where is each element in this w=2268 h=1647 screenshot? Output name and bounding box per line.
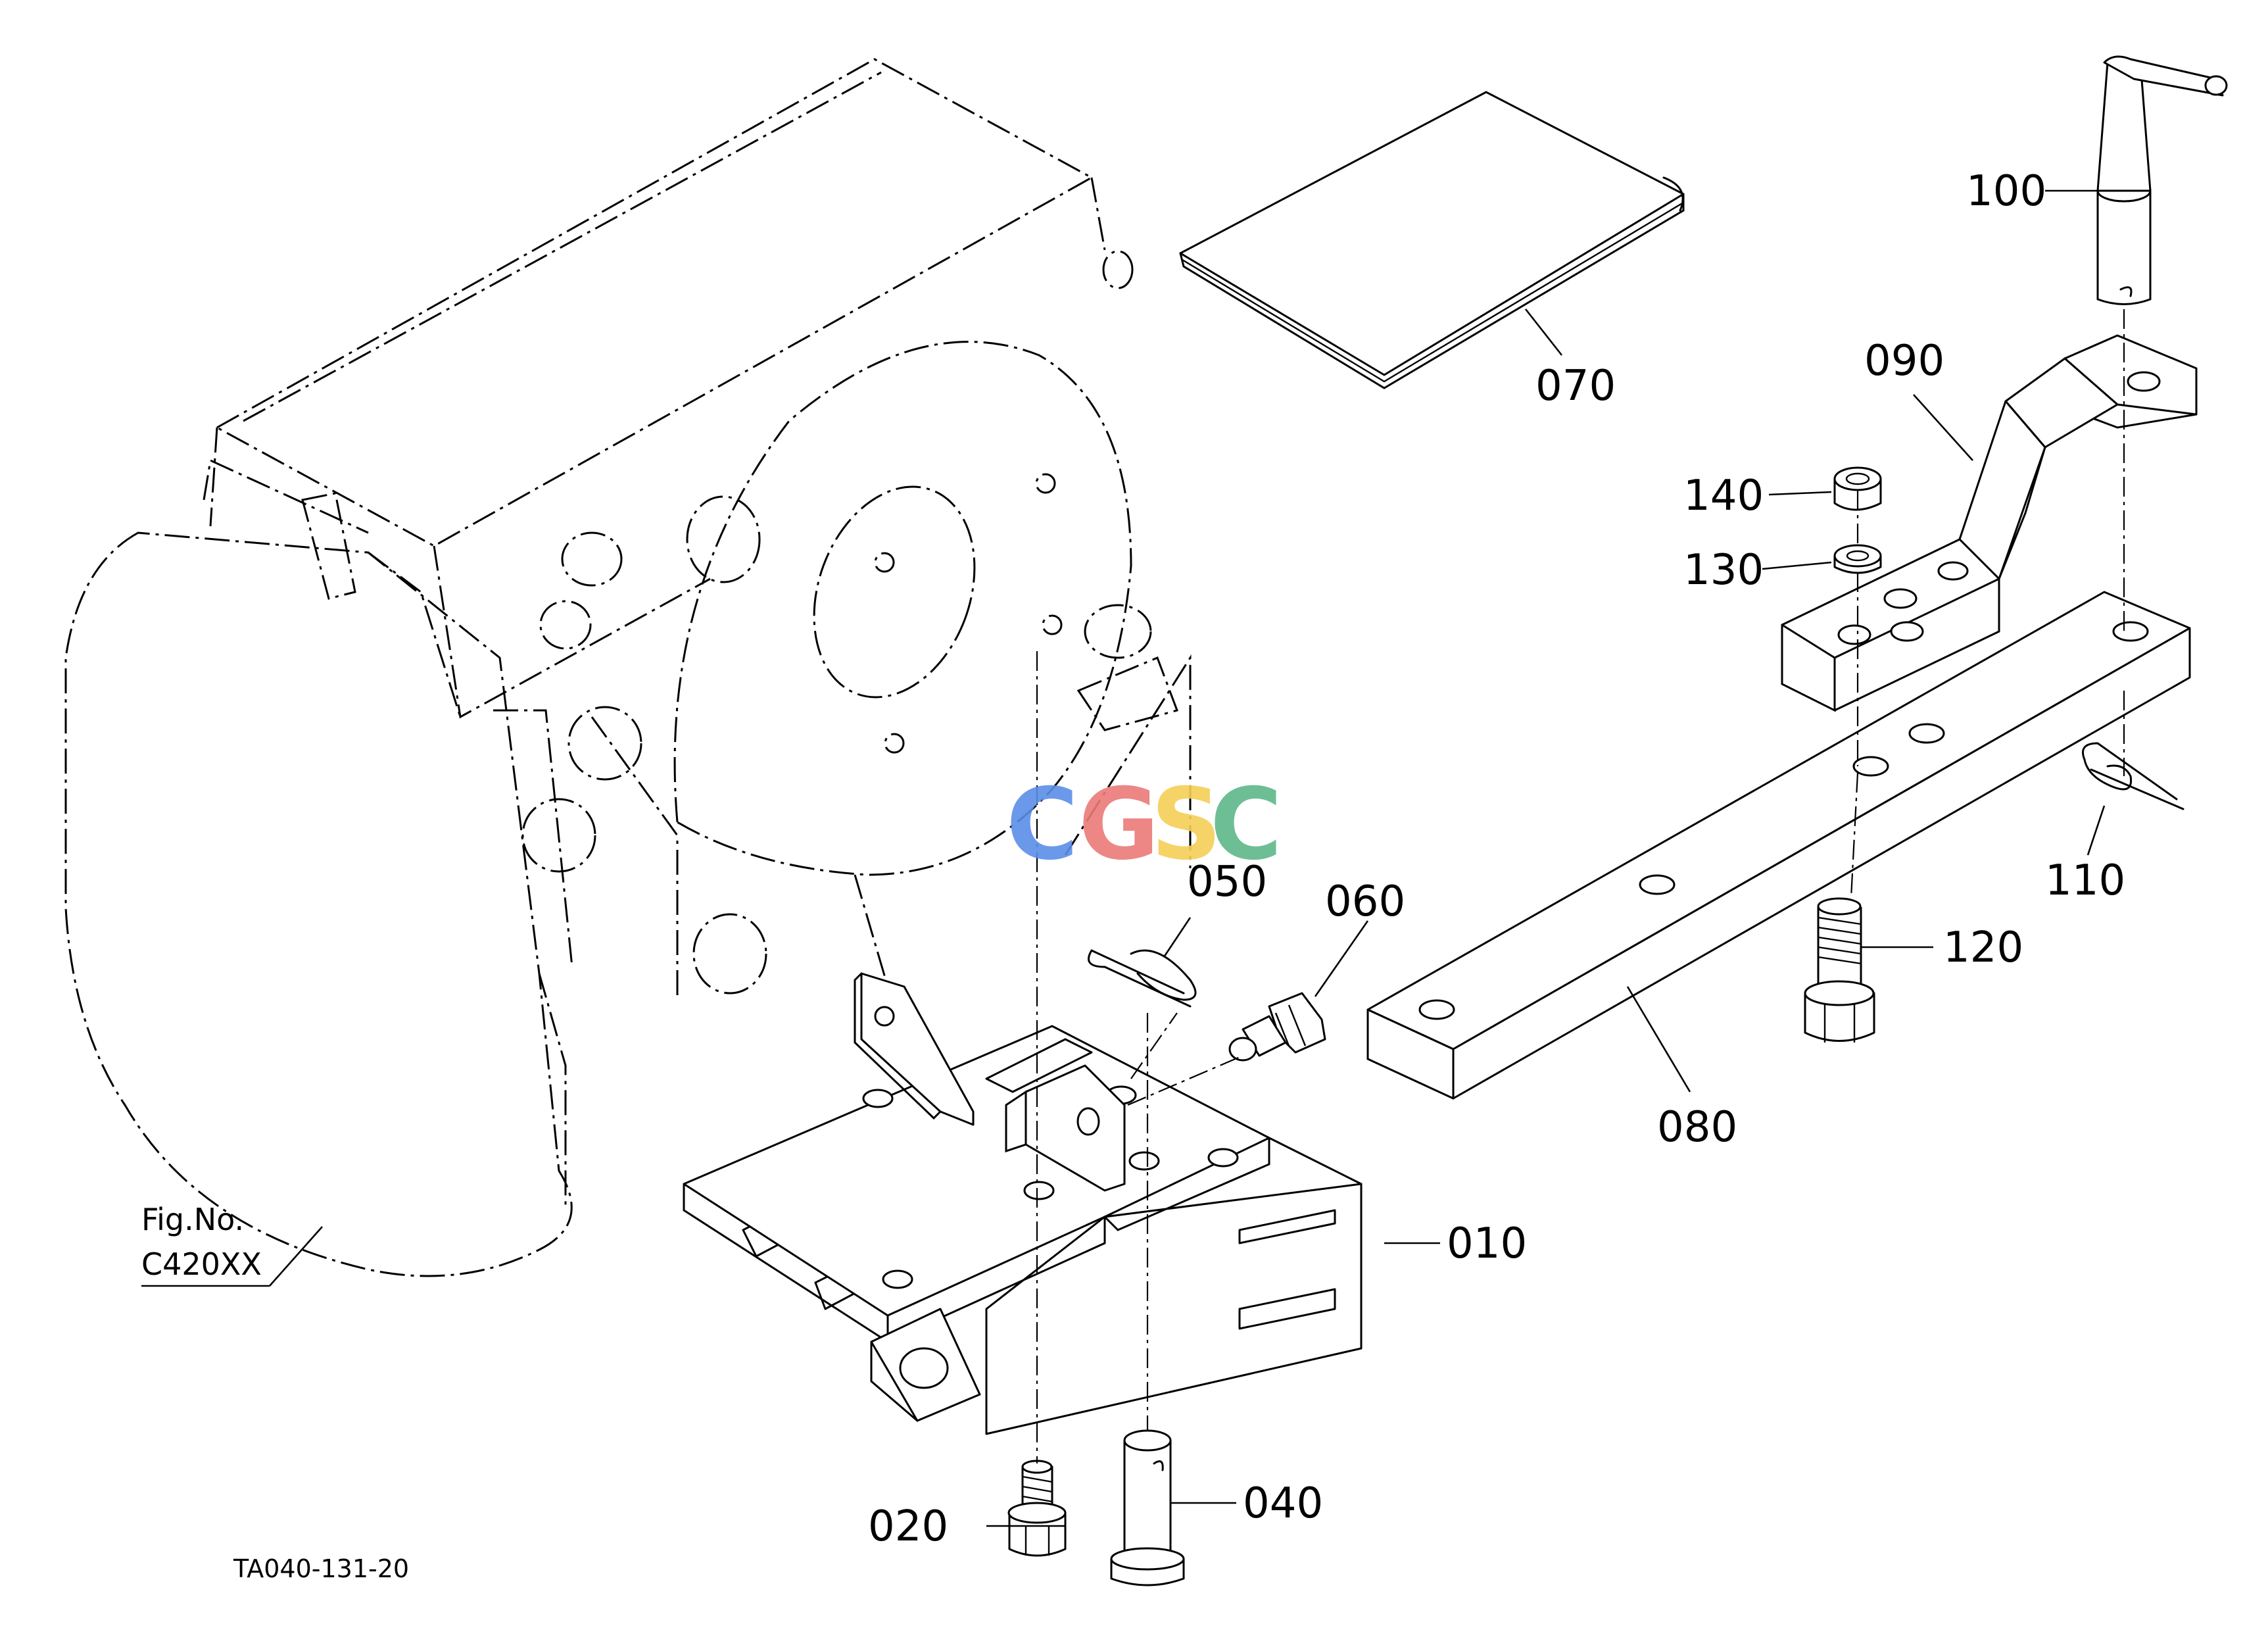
- watermark-letter-4: C: [1210, 768, 1282, 882]
- fig-number: C420XX: [141, 1246, 262, 1282]
- callout-010: 010: [1447, 1219, 1527, 1268]
- part-120-bolt: [1804, 897, 1875, 1043]
- part-080-drawbar: [1366, 591, 2191, 1100]
- callout-050: 050: [1187, 858, 1267, 906]
- callout-120: 120: [1943, 923, 2023, 972]
- callout-100: 100: [1966, 167, 2046, 216]
- callout-040: 040: [1243, 1479, 1323, 1528]
- callout-080: 080: [1657, 1103, 1737, 1152]
- drawing-code: TA040-131-20: [233, 1554, 409, 1583]
- watermark: C G S C: [1006, 768, 1282, 882]
- engine-phantom-outline: [64, 58, 1192, 1277]
- part-110-clip: [2082, 742, 2184, 810]
- part-130-washer: [1833, 544, 1882, 574]
- assembly-axes: [1036, 309, 2125, 1463]
- callout-070: 070: [1535, 362, 1616, 410]
- callout-130: 130: [1683, 546, 1764, 595]
- watermark-letter-3: S: [1151, 768, 1222, 882]
- callout-110: 110: [2045, 856, 2125, 905]
- callout-020: 020: [868, 1502, 948, 1551]
- part-070-manual: [1179, 91, 1685, 389]
- watermark-letter-1: C: [1006, 768, 1078, 882]
- part-010-bracket: [683, 972, 1363, 1435]
- part-100-pin: [2096, 55, 2228, 305]
- watermark-letter-2: G: [1078, 768, 1159, 882]
- part-060-fitting: [1228, 992, 1326, 1062]
- figure-reference: Fig.No. C420XX: [141, 1202, 323, 1287]
- part-050-clip: [1088, 949, 1197, 1008]
- callout-140: 140: [1683, 472, 1764, 520]
- callout-060: 060: [1325, 877, 1405, 926]
- part-040-pin: [1110, 1429, 1185, 1586]
- callout-090: 090: [1864, 337, 1944, 385]
- part-090-bracket: [1781, 334, 2198, 712]
- callout-labels: 010 020 040 050 060 070 080 090 100 110 …: [868, 167, 2125, 1551]
- part-020-bolt: [1007, 1460, 1067, 1557]
- leader-lines: [986, 189, 2106, 1527]
- fig-label: Fig.No.: [141, 1202, 244, 1237]
